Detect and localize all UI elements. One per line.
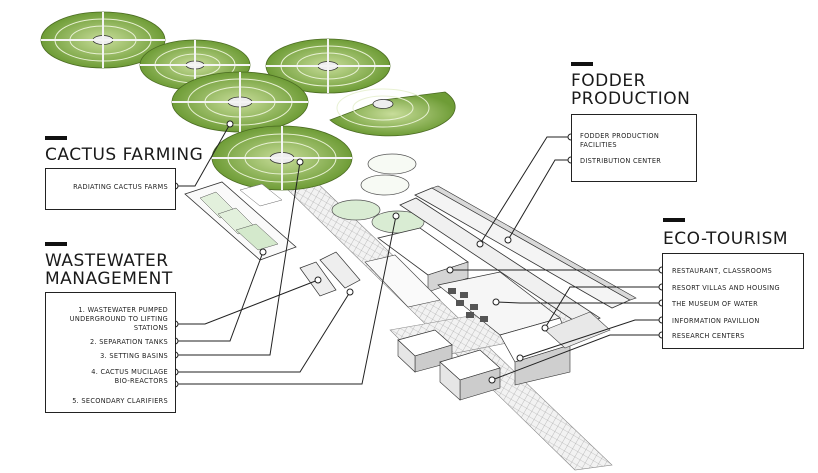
label-restaurant-classrooms: RESTAURANT, CLASSROOMS	[672, 266, 773, 275]
fodder-box	[571, 114, 697, 182]
wastewater-box	[45, 292, 176, 413]
fodder-sheds	[299, 185, 637, 327]
label-radiating-cactus-farms: RADIATING CACTUS FARMS	[73, 182, 168, 191]
cactus-farm-circles	[40, 11, 456, 191]
fodder-heading-line2: PRODUCTION	[571, 89, 691, 109]
label-cactus-mucilage: 4. CACTUS MUCILAGE BIO-REACTORS	[91, 367, 168, 385]
research-buildings	[397, 329, 501, 401]
label-distribution-center: DISTRIBUTION CENTER	[580, 156, 662, 165]
cactus-farm-1	[40, 11, 166, 69]
wastewater-heading-line2: MANAGEMENT	[45, 269, 173, 289]
label-secondary-clarifiers: 5. SECONDARY CLARIFIERS	[72, 396, 168, 405]
label-museum-of-water: THE MUSEUM OF WATER	[672, 299, 758, 308]
cactus-farm-5	[329, 88, 456, 137]
fodder-heading-line1: FODDER	[571, 71, 646, 91]
label-research-centers: RESEARCH CENTERS	[672, 331, 745, 340]
label-fodder-production-facilities: FODDER PRODUCTION FACILITIES	[580, 131, 660, 149]
label-wastewater-pumped: 1. WASTEWATER PUMPED UNDERGROUND TO LIFT…	[69, 305, 168, 332]
label-separation-tanks: 2. SEPARATION TANKS	[90, 337, 168, 346]
leader-lines	[175, 123, 662, 385]
label-setting-basins: 3. SETTING BASINS	[100, 351, 168, 360]
settling-basins	[184, 181, 297, 261]
cactus-farming-heading: CACTUS FARMING	[45, 145, 204, 165]
round-basins	[331, 153, 425, 234]
cactus-farming-box	[45, 168, 176, 210]
cactus-farm-6	[211, 125, 353, 191]
cactus-farming-heading-bar	[45, 136, 67, 140]
wastewater-heading-bar	[45, 242, 67, 246]
eco-tourism-box	[662, 253, 804, 349]
label-resort-villas: RESORT VILLAS AND HOUSING	[672, 283, 780, 292]
eco-tourism-heading-bar	[663, 218, 685, 222]
fodder-heading-bar	[571, 62, 593, 66]
wastewater-heading-line1: WASTEWATER	[45, 251, 169, 271]
eco-tourism-heading: ECO-TOURISM	[663, 229, 789, 249]
label-information-pavillion: INFORMATION PAVILLION	[672, 316, 760, 325]
cactus-farm-4	[171, 71, 309, 133]
cactus-farm-3	[265, 38, 391, 94]
